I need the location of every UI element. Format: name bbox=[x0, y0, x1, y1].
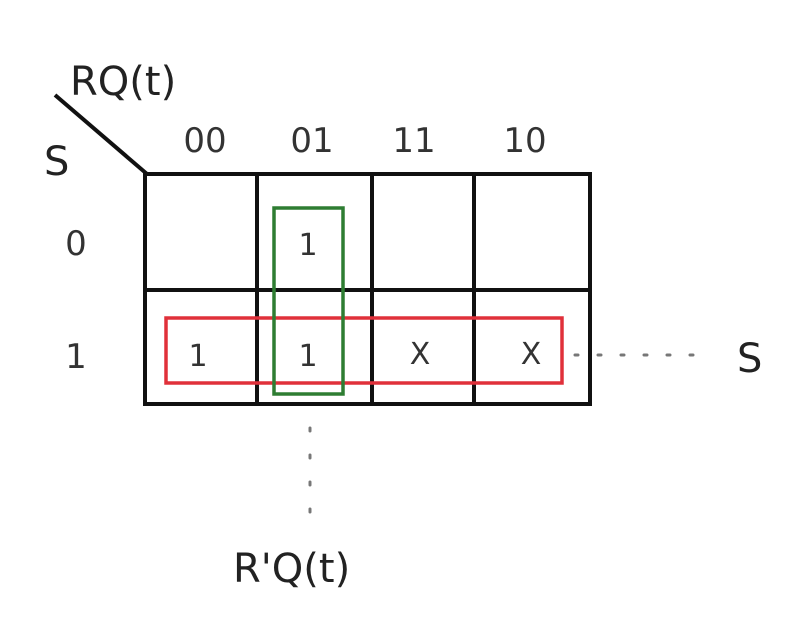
group-rq-outline bbox=[272, 206, 345, 396]
col-header-11: 11 bbox=[392, 121, 435, 161]
kmap-grid bbox=[143, 172, 592, 406]
col-header-00: 00 bbox=[183, 121, 226, 161]
cell-1-01: 1 bbox=[298, 339, 317, 374]
col-header-10: 10 bbox=[503, 121, 546, 161]
row-header-0: 0 bbox=[65, 224, 87, 264]
s-term-label: S bbox=[737, 336, 762, 382]
col-header-01: 01 bbox=[290, 121, 333, 161]
group-s-outline bbox=[164, 316, 564, 385]
row-header-1: 1 bbox=[65, 337, 87, 377]
cell-0-01: 1 bbox=[298, 228, 317, 263]
row-variable-label: S bbox=[44, 139, 69, 185]
cell-1-10: X bbox=[521, 337, 542, 372]
rq-term-label: R'Q(t) bbox=[233, 546, 350, 592]
col-variable-label: RQ(t) bbox=[70, 59, 176, 105]
cell-1-11: X bbox=[410, 337, 431, 372]
cell-1-00: 1 bbox=[188, 339, 207, 374]
corner-diagonal bbox=[53, 93, 149, 176]
